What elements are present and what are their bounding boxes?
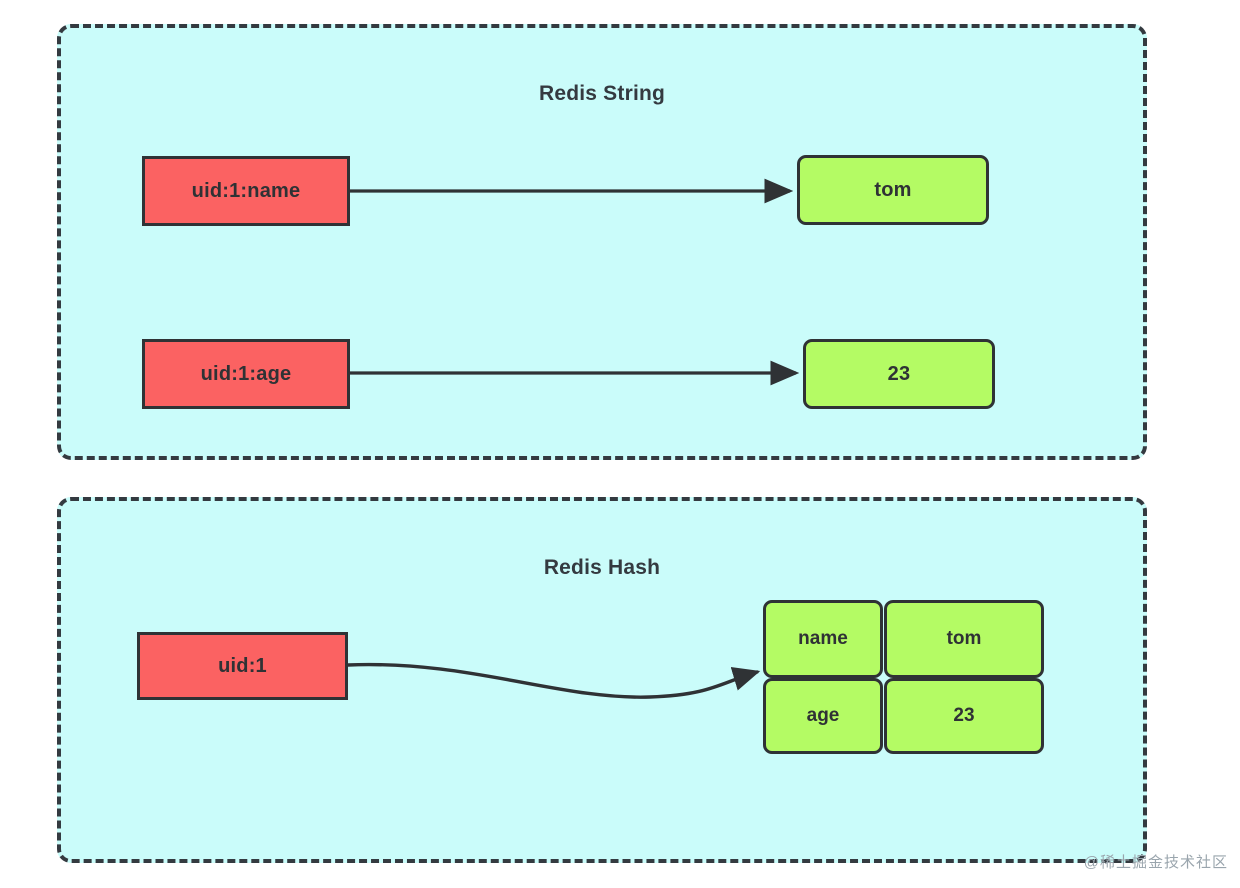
hash-cell-value-tom: tom xyxy=(884,600,1044,678)
hash-cell-field-age: age xyxy=(763,678,883,754)
value-box-tom: tom xyxy=(797,155,989,225)
key-box-uid-1-name: uid:1:name xyxy=(142,156,350,226)
value-box-23: 23 xyxy=(803,339,995,409)
redis-string-title: Redis String xyxy=(538,82,666,105)
key-box-uid-1: uid:1 xyxy=(137,632,348,700)
watermark: @稀土掘金技术社区 xyxy=(1083,854,1228,871)
key-box-uid-1-age: uid:1:age xyxy=(142,339,350,409)
hash-cell-field-name: name xyxy=(763,600,883,678)
hash-cell-value-23: 23 xyxy=(884,678,1044,754)
redis-hash-title: Redis Hash xyxy=(543,556,661,579)
